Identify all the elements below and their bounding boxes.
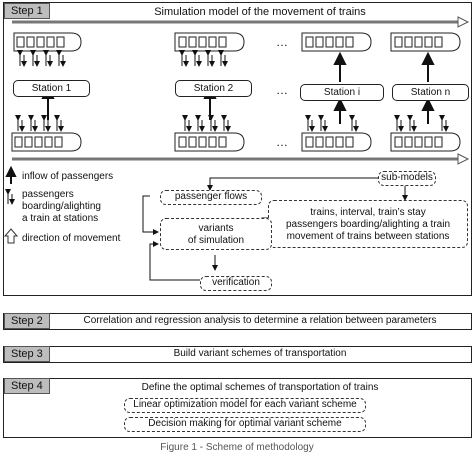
boarding-arrows-top-2 [179, 50, 228, 67]
sub-models-box: sub-models [378, 171, 436, 186]
ellipsis-middle: … [276, 83, 288, 97]
variants-line-1: variants [198, 223, 234, 234]
step3-tag: Step 3 [4, 346, 50, 362]
legend-boarding-label-3: a train at stations [22, 213, 99, 224]
direction-arrowhead-top [457, 16, 470, 28]
train-top-1 [13, 32, 82, 52]
legend-boarding-icon [5, 189, 15, 205]
train-bottom-2 [174, 132, 245, 152]
step4-text: Define the optimal schemes of transporta… [141, 382, 379, 393]
station-2: Station 2 [175, 80, 252, 97]
boarding-arrows-bottom [15, 115, 449, 132]
trains-submodel-box: trains, interval, train’s stay passenger… [268, 200, 468, 248]
step4-decision-box: Decision making for optimal variant sche… [124, 417, 366, 432]
figure-caption: Figure 1 - Scheme of methodology [160, 442, 314, 453]
train-bottom-3 [301, 132, 372, 152]
train-top-2 [174, 32, 245, 52]
legend-direction-label: direction of movement [22, 233, 121, 244]
step3-panel [3, 346, 472, 363]
legend-boarding-label-2: boarding/alighting [22, 201, 101, 212]
step2-panel [3, 313, 472, 330]
legend-inflow-icon [5, 165, 17, 184]
step4-tag: Step 4 [4, 378, 50, 394]
trains-line-2: passengers boarding/alighting a train [286, 219, 450, 230]
ellipsis-bottom: … [276, 135, 288, 149]
legend-inflow-label: inflow of passengers [22, 171, 114, 182]
direction-arrowhead-bottom [457, 153, 470, 165]
station-n: Station n [392, 84, 469, 101]
trains-line-1: trains, interval, train’s stay [310, 207, 426, 218]
step2-tag: Step 2 [4, 313, 50, 329]
ellipsis-top: … [276, 35, 288, 49]
step3-text: Build variant schemes of transportation [173, 348, 347, 359]
step4-linear-model-box: Linear optimization model for each varia… [124, 398, 366, 413]
train-top-4 [390, 32, 461, 52]
variants-line-2: of simulation [187, 235, 245, 246]
passenger-flows-box: passenger flows [160, 190, 262, 205]
station-i: Station i [300, 84, 384, 101]
station-1: Station 1 [13, 80, 90, 97]
train-bottom-4 [390, 132, 461, 152]
legend-direction-icon [3, 228, 19, 244]
legend-boarding-label-1: passengers [22, 189, 74, 200]
train-bottom-1 [11, 132, 82, 152]
trains-line-3: movement of trains between stations [286, 231, 450, 242]
boarding-arrows-top-1 [17, 50, 66, 67]
step2-text: Correlation and regression analysis to d… [83, 315, 437, 326]
step1-tag: Step 1 [4, 3, 50, 19]
verification-box: verification [200, 276, 272, 291]
station-up-arrows [333, 51, 435, 124]
train-top-3 [301, 32, 372, 52]
variants-box: variants of simulation [160, 218, 272, 250]
step1-title: Simulation model of the movement of trai… [154, 6, 366, 18]
